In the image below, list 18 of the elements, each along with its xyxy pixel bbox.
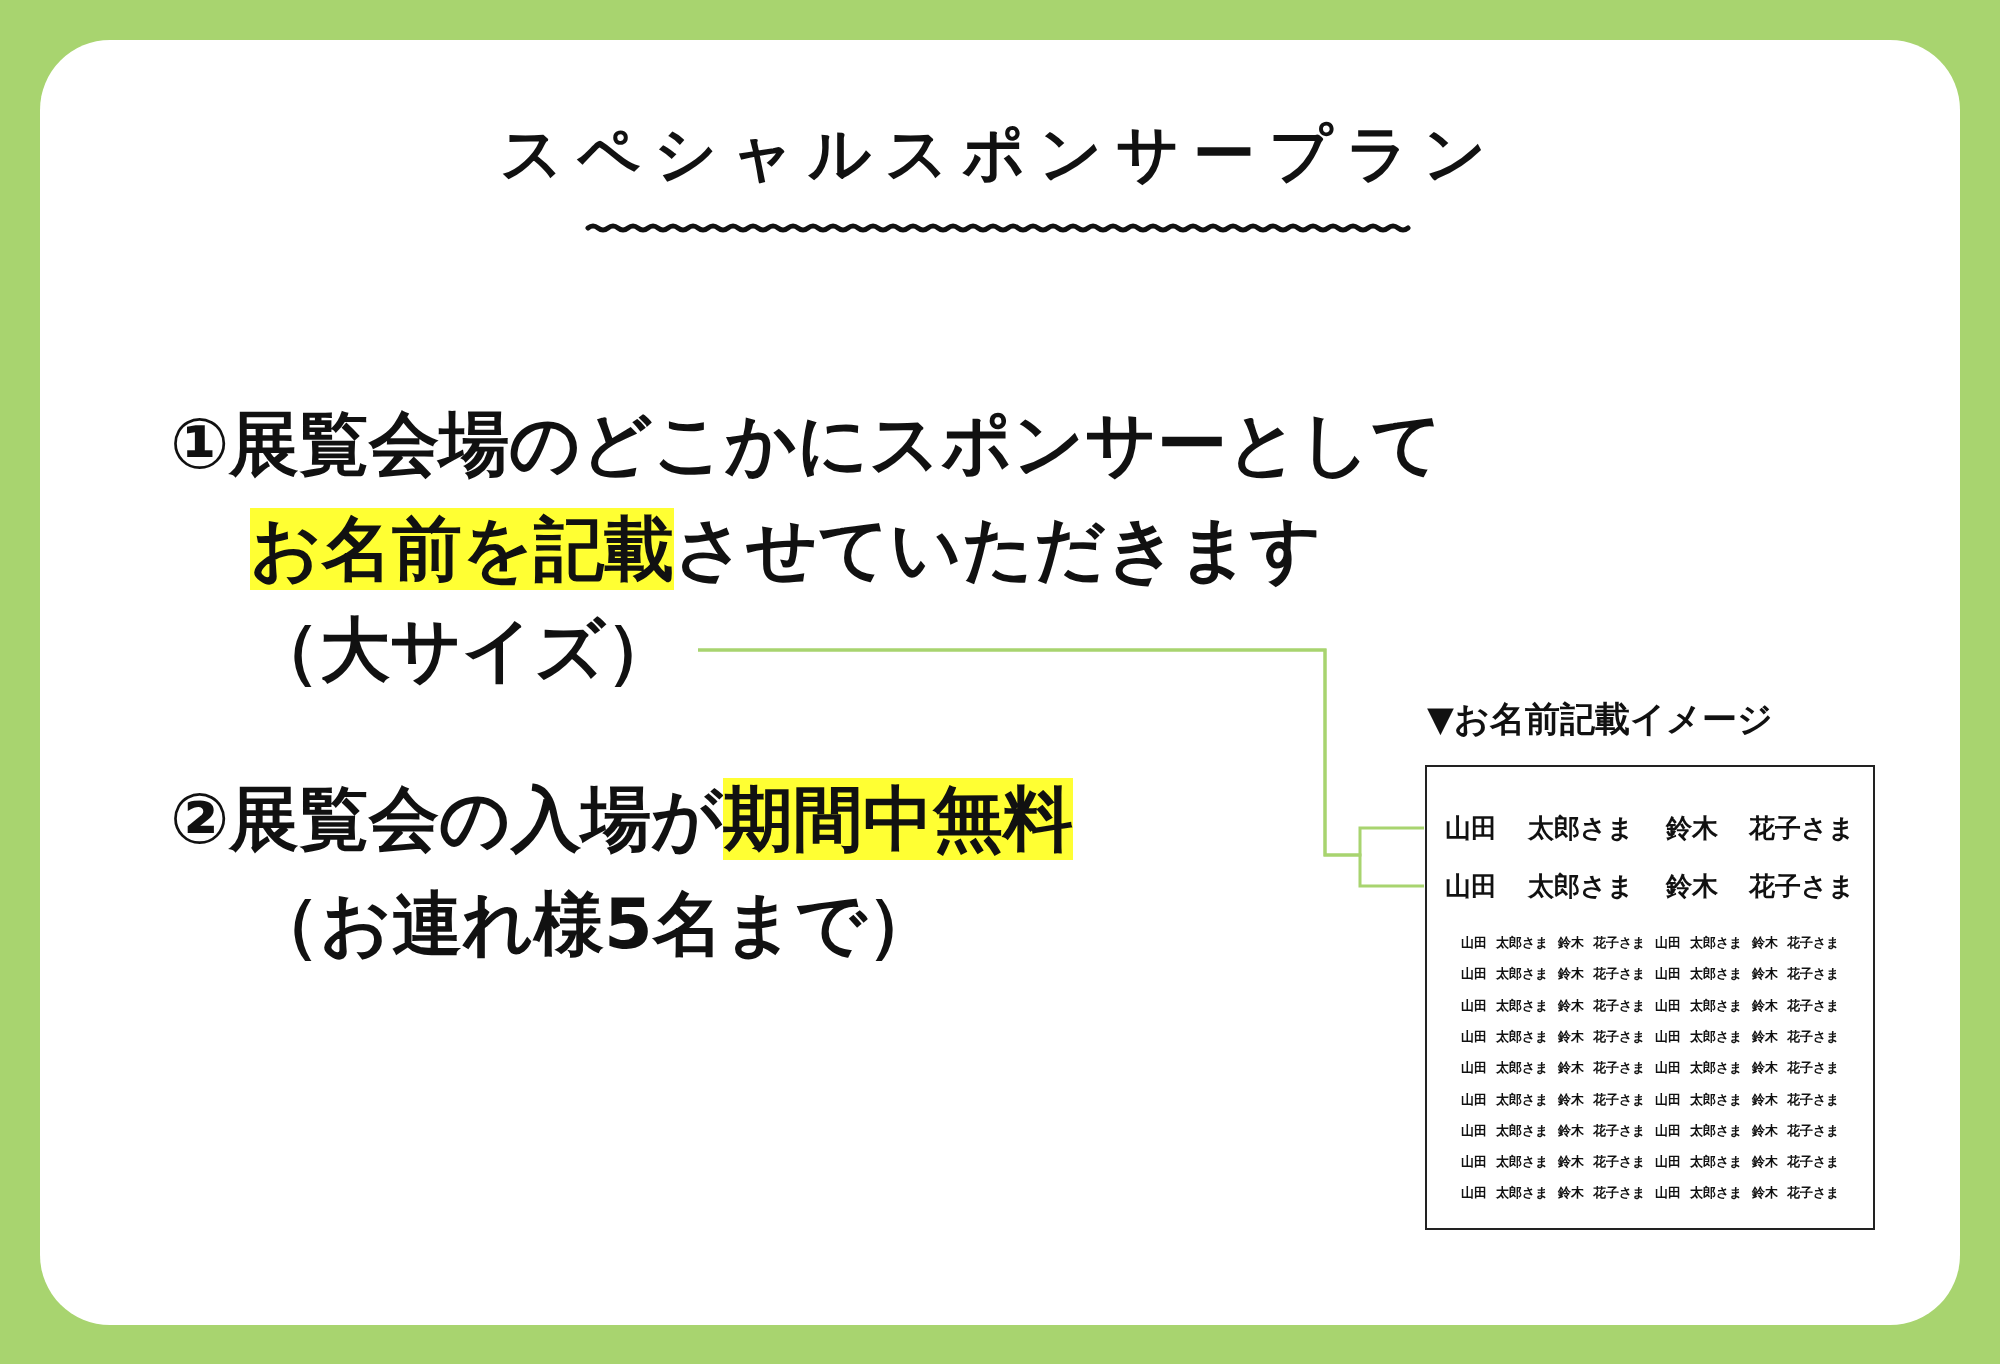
name-row-text: 山田 太郎さま 鈴木 花子さま 山田 太郎さま 鈴木 花子さま [1460,1060,1840,1076]
name-row-text: 山田 太郎さま 鈴木 花子さま 山田 太郎さま 鈴木 花子さま [1460,1122,1840,1138]
name-row: 山田 太郎さま 鈴木 花子さま [1425,800,1875,856]
name-row-text: 山田 太郎さま 鈴木 花子さま 山田 太郎さま 鈴木 花子さま [1460,1185,1840,1201]
name-row: 山田 太郎さま 鈴木 花子さま [1425,858,1875,914]
plan-item-text: ②展覧会の入場が期間中無料 [170,777,1074,862]
plan-item-text: （お連れ様5名まで） [250,882,937,967]
name-row-text: 山田 太郎さま 鈴木 花子さま 山田 太郎さま 鈴木 花子さま [1460,1154,1840,1170]
name-row-text: 山田 太郎さま 鈴木 花子さま 山田 太郎さま 鈴木 花子さま [1460,1091,1840,1107]
name-row-text: 山田 太郎さま 鈴木 花子さま 山田 太郎さま 鈴木 花子さま [1460,1028,1840,1044]
name-row-text: 山田 太郎さま 鈴木 花子さま 山田 太郎さま 鈴木 花子さま [1460,935,1840,950]
name-row-text: 山田 太郎さま 鈴木 花子さま 山田 太郎さま 鈴木 花子さま [1460,966,1840,982]
plan-item-text: お名前を記載させていただきます [250,507,1322,592]
plan-item-text: ①展覧会場のどこかにスポンサーとして [170,402,1444,487]
name-row-text: 山田 太郎さま 鈴木 花子さま 山田 太郎さま 鈴木 花子さま [1460,997,1840,1013]
title: スペシャルスポンサープラン [500,117,1500,190]
image-heading: ▼お名前記載イメージ [1427,698,1773,741]
size-note: （大サイズ） [250,600,676,700]
